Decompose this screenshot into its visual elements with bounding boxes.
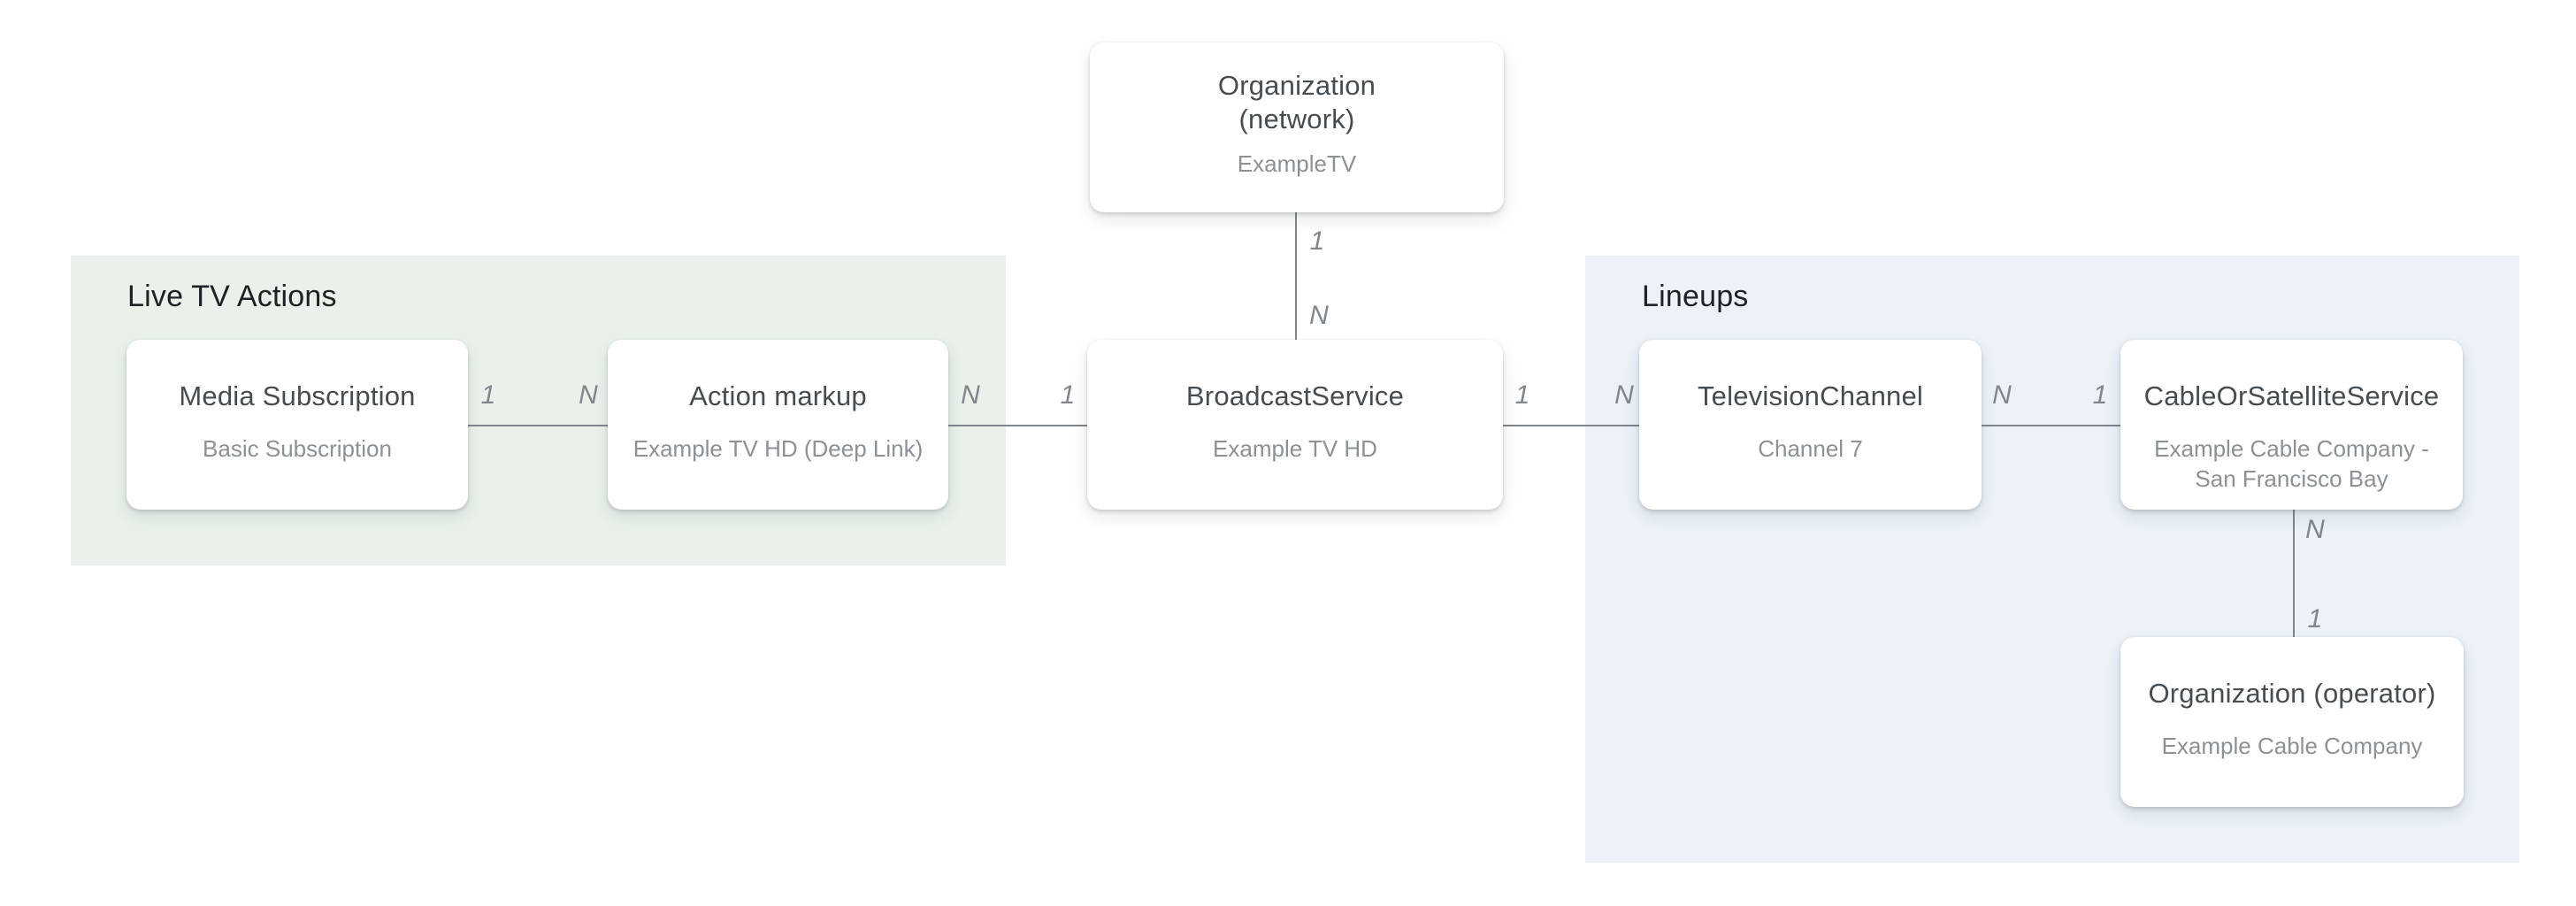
node-subtitle: Channel 7 [1758,435,1863,462]
connector-media-subscription-to-action-markup [468,425,608,426]
cardinality-label: N [1309,301,1329,330]
node-subtitle: Example TV HD [1213,435,1377,462]
cardinality-label: N [579,380,598,410]
node-title: TelevisionChannel [1697,380,1923,411]
cardinality-label: N [1614,380,1634,410]
connector-organization-network-to-broadcast-service [1295,212,1297,340]
node-subtitle: ExampleTV [1237,150,1357,177]
node-organization-network: Organization (network) ExampleTV [1090,42,1504,212]
connector-action-markup-to-broadcast-service [948,425,1087,426]
node-subtitle: Basic Subscription [203,435,392,462]
node-title: Organization (operator) [2148,678,2436,709]
node-title: Organization (network) [1218,69,1376,136]
connector-cable-or-satellite-service-to-organization-operator [2293,510,2295,637]
node-title: BroadcastService [1185,380,1405,411]
node-subtitle: Example Cable Company - San Francisco Ba… [2154,435,2429,492]
cardinality-label: N [961,380,980,410]
cardinality-label: 1 [1060,380,1076,410]
node-cable-or-satellite-service: CableOrSatelliteService Example Cable Co… [2120,340,2463,510]
node-title-line: (network) [1238,104,1355,134]
cardinality-label: 1 [480,380,496,410]
cardinality-label: 1 [1514,380,1530,410]
node-title: Media Subscription [179,380,416,411]
cardinality-label: 1 [2092,380,2108,410]
node-broadcast-service: BroadcastService Example TV HD [1087,340,1503,510]
connector-television-channel-to-cable-or-satellite-service [1982,425,2120,426]
node-title: Action markup [689,380,867,411]
node-subtitle: Example TV HD (Deep Link) [632,435,924,462]
cardinality-label: N [1992,380,2012,410]
cardinality-label: N [2305,515,2325,544]
node-title: CableOrSatelliteService [2143,380,2440,411]
node-media-subscription: Media Subscription Basic Subscription [126,340,468,510]
node-television-channel: TelevisionChannel Channel 7 [1639,340,1982,510]
group-heading-live-tv-actions: Live TV Actions [127,280,337,313]
node-organization-operator: Organization (operator) Example Cable Co… [2120,637,2464,807]
node-action-markup: Action markup Example TV HD (Deep Link) [608,340,948,510]
cardinality-label: 1 [1309,226,1325,256]
group-heading-lineups: Lineups [1642,280,1749,313]
connector-broadcast-service-to-television-channel [1503,425,1639,426]
node-subtitle: Example Cable Company [2161,733,2423,759]
node-title-line: Organization [1217,70,1376,101]
cardinality-label: 1 [2307,604,2323,633]
